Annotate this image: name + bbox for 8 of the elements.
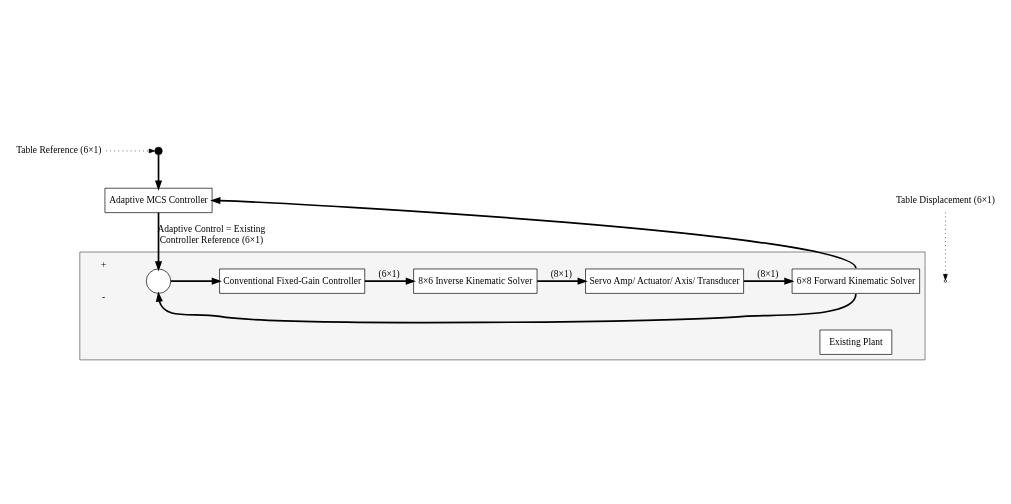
edge-label: (6×1) xyxy=(378,268,400,279)
node-label: - xyxy=(101,291,106,302)
edge-label: (8×1) xyxy=(550,268,572,279)
edge-label: Adaptive Control = Existing Controller Reference (6×1) xyxy=(157,224,266,245)
node-label: + xyxy=(100,259,107,270)
edge-label: (8×1) xyxy=(757,268,779,279)
node-text: Table Displacement (6×1) xyxy=(895,194,995,205)
node-text: Table Reference (6×1) xyxy=(16,145,102,156)
